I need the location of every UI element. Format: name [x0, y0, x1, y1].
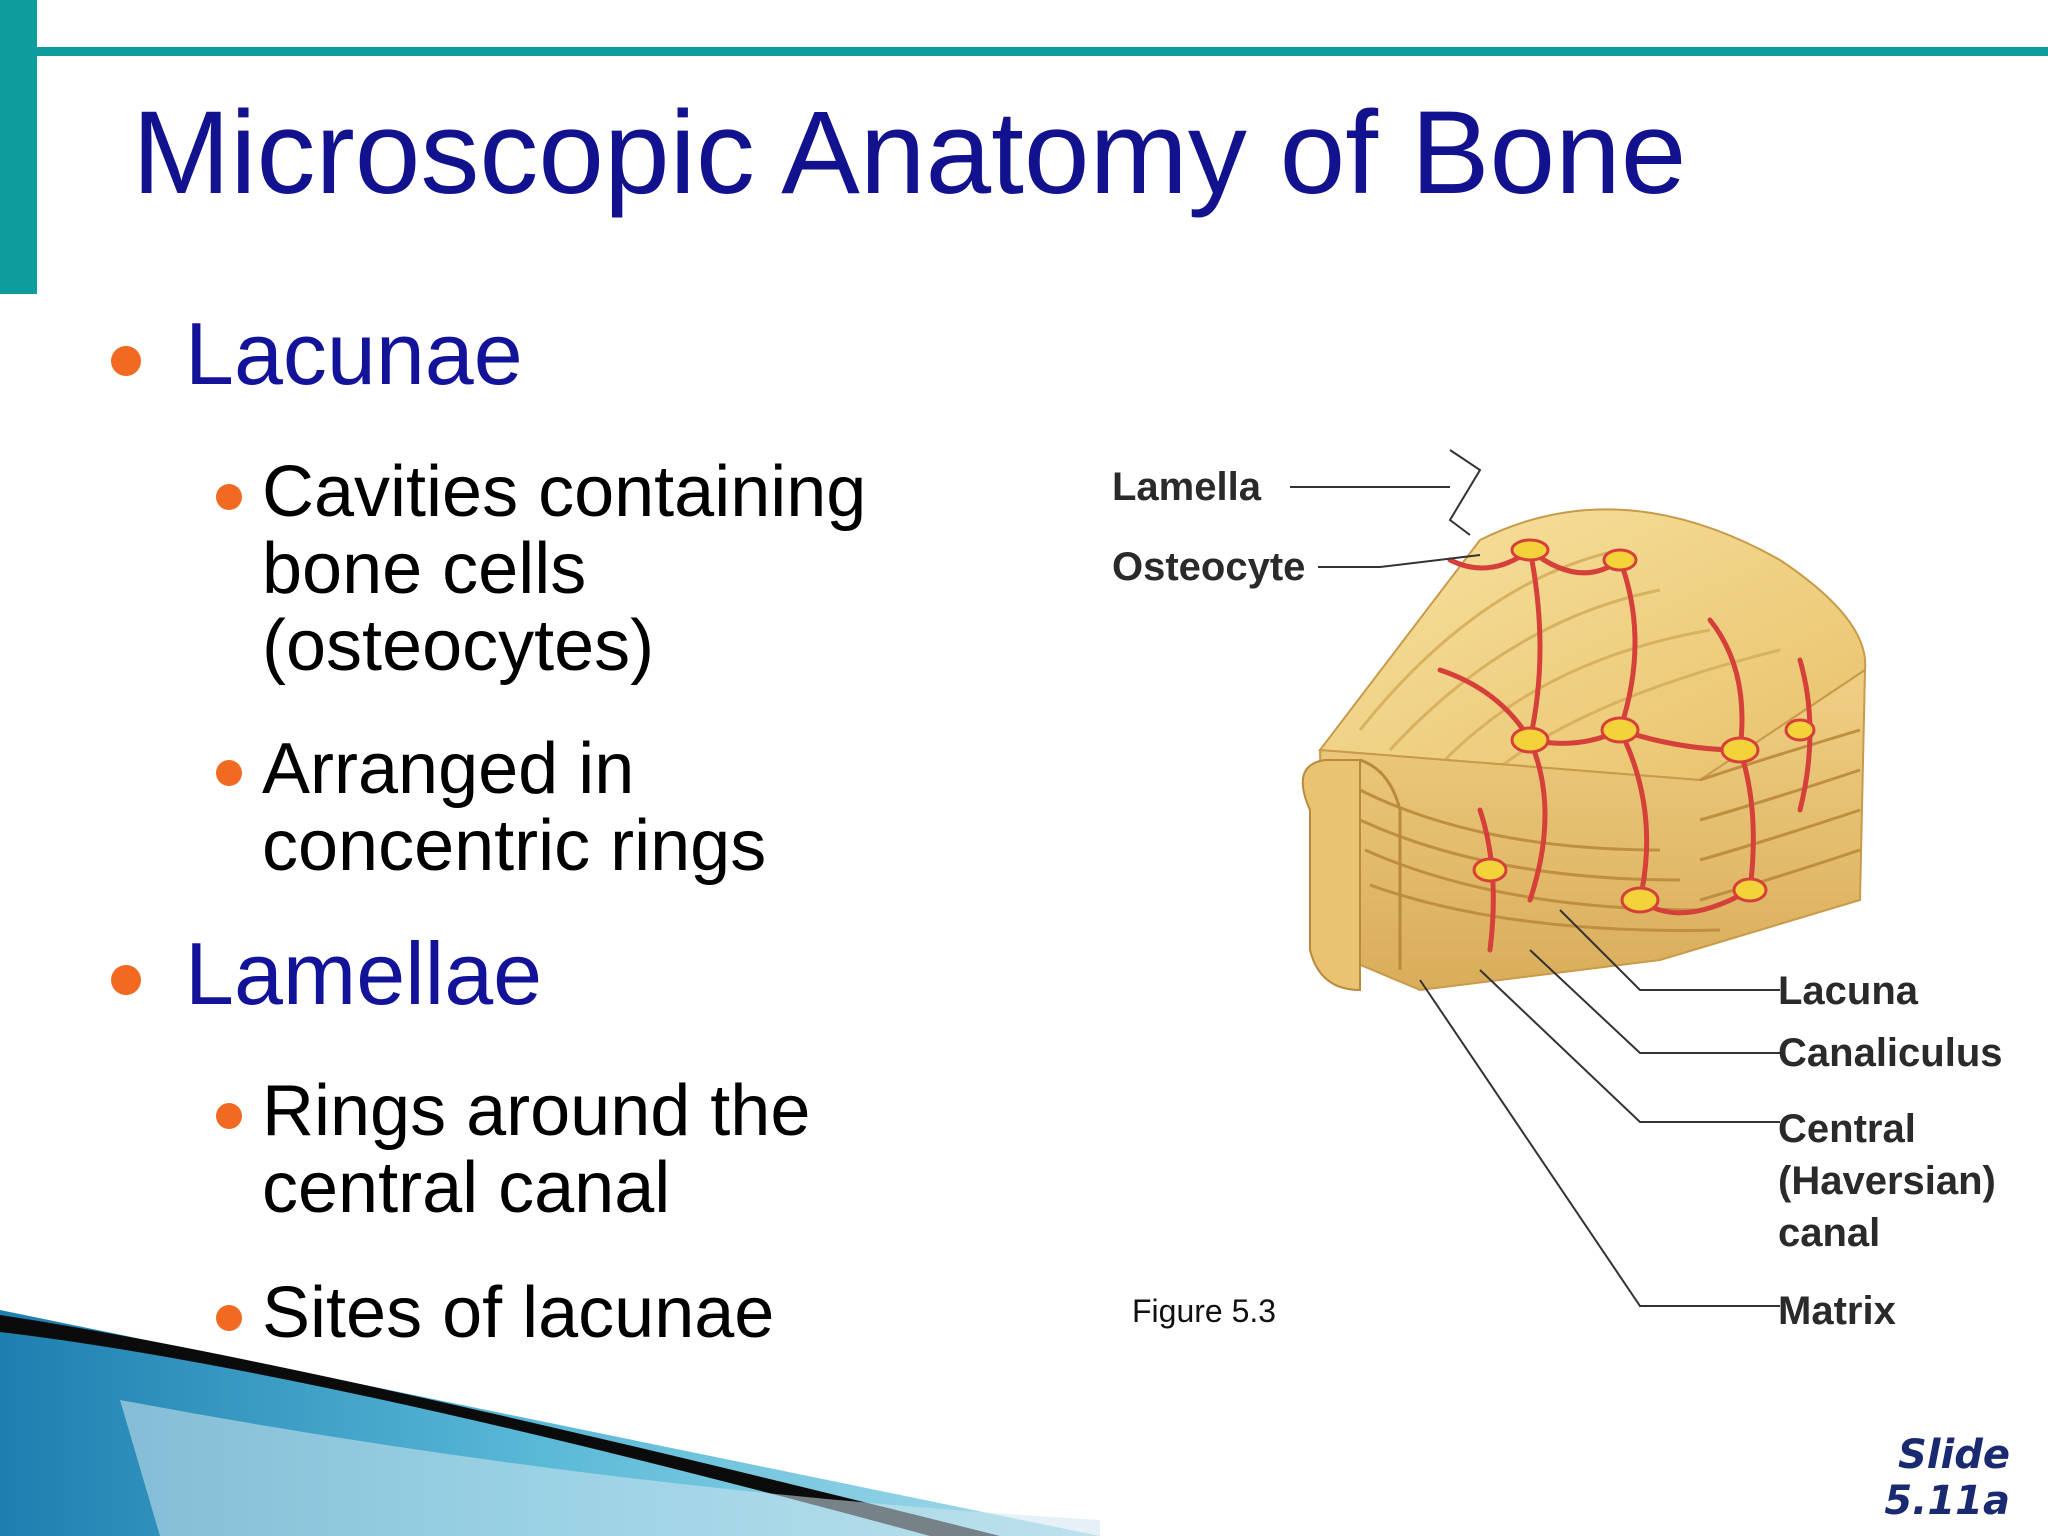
bullet-lamellae: Lamellae: [185, 924, 543, 1023]
sub-bullet-dot: [216, 1103, 242, 1129]
sub-bullet-rings: Rings around the central canal: [262, 1071, 811, 1228]
leader-lines: [1290, 449, 1780, 1307]
osteocytes: [1472, 538, 1816, 914]
label-canaliculus: Canaliculus: [1778, 1031, 2003, 1075]
label-lacuna: Lacuna: [1778, 969, 1919, 1013]
accent-line: [37, 47, 2048, 56]
lamella-top-surface: [1318, 508, 1867, 782]
figure-caption: Figure 5.3: [1132, 1293, 1277, 1329]
accent-bar: [0, 0, 37, 294]
sub-bullet-cavities: Cavities containing bone cells (osteocyt…: [262, 452, 867, 686]
bullet-lacunae: Lacunae: [185, 304, 523, 403]
bullet-dot: [111, 346, 141, 376]
label-matrix: Matrix: [1778, 1289, 1896, 1333]
sub-bullet-sites: Sites of lacunae: [262, 1273, 775, 1353]
slide-number: Slide 5.11a: [1884, 1432, 2010, 1524]
sub-bullet-dot: [216, 1305, 242, 1331]
sub-bullet-dot: [216, 484, 242, 510]
label-osteocyte: Osteocyte: [1112, 545, 1306, 589]
bone-osteon-illustration: [1290, 449, 1867, 1307]
sub-bullet-dot: [216, 760, 242, 786]
label-lamella: Lamella: [1112, 465, 1261, 509]
decorative-swoosh: [0, 1310, 1100, 1536]
bullet-dot: [111, 965, 141, 995]
central-canal: [1301, 758, 1402, 992]
label-central-canal: Central (Haversian) canal: [1778, 1107, 1996, 1255]
slide-title: Microscopic Anatomy of Bone: [132, 87, 1687, 219]
sub-bullet-arranged: Arranged in concentric rings: [262, 729, 767, 886]
